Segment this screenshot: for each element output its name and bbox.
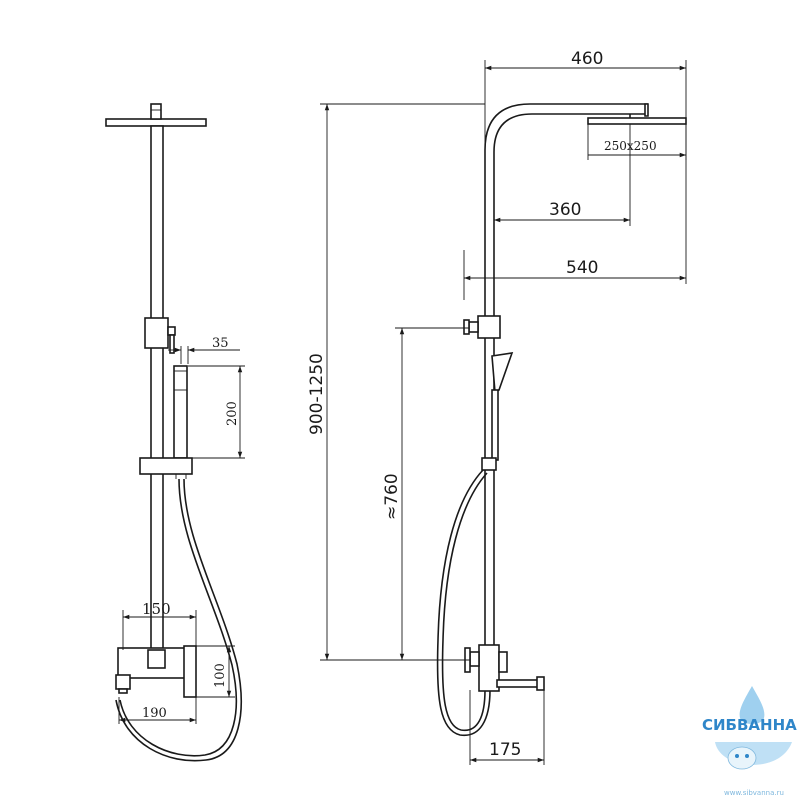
- front-slide-holder: [139, 457, 193, 475]
- side-riser-pipe: [484, 103, 648, 670]
- side-view: 460 250x250 360 540 900-1250 ≈760 175: [307, 49, 687, 765]
- side-spout: [496, 679, 543, 688]
- front-spout: [183, 645, 197, 698]
- logo-name: СИБВАННА: [702, 716, 797, 734]
- side-hand-shower-head: [491, 352, 514, 394]
- side-shower-head: [587, 117, 687, 125]
- front-main-pipe: [150, 125, 164, 651]
- water-drop-icon: [739, 686, 765, 724]
- front-diverter-handle: [169, 334, 175, 354]
- front-shower-head: [105, 118, 207, 127]
- dim-540-label: 540: [566, 258, 598, 278]
- front-head-connector: [150, 103, 162, 120]
- front-diverter-block: [144, 317, 169, 349]
- dim-150-label: 150: [142, 600, 171, 618]
- dim-100-label: 100: [213, 663, 228, 688]
- dim-175-label: 175: [489, 740, 521, 760]
- front-view: 35 200 150 100 190: [105, 103, 245, 762]
- side-diverter-block: [477, 315, 501, 339]
- front-mixer-handle: [147, 649, 166, 669]
- dim-200-label: 200: [225, 401, 240, 426]
- dim-35-label: 35: [212, 336, 229, 351]
- dim-460-label: 460: [571, 49, 603, 69]
- dim-760-label: ≈760: [382, 473, 402, 520]
- front-hose: [119, 478, 238, 757]
- side-hose: [436, 469, 491, 737]
- dim-360-label: 360: [549, 200, 581, 220]
- front-hand-shower: [173, 365, 188, 459]
- dim-900-1250-label: 900-1250: [307, 353, 327, 435]
- side-mixer-body: [478, 644, 500, 692]
- side-slide-holder: [481, 457, 497, 471]
- dim-190-label: 190: [142, 706, 167, 721]
- sibvanna-logo: СИБВАННА www.sibvanna.ru: [702, 686, 797, 797]
- logo-url: www.sibvanna.ru: [724, 789, 784, 797]
